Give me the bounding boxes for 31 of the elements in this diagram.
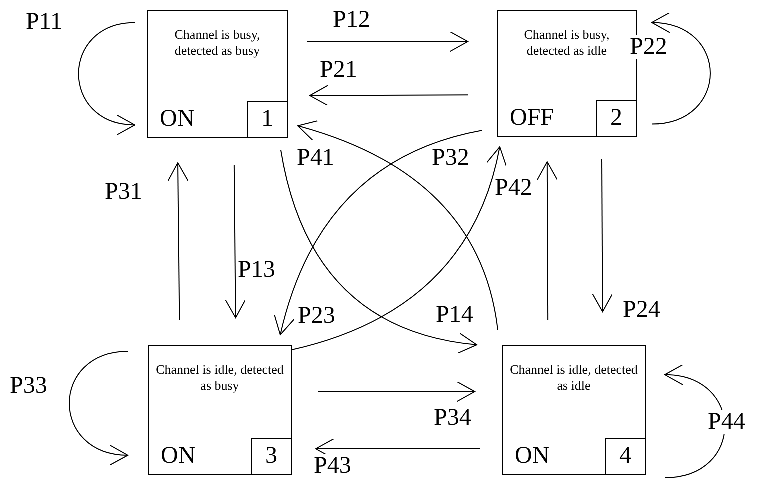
transition-arrow xyxy=(592,158,614,312)
state-value: ON xyxy=(160,105,195,133)
transition-arrow xyxy=(298,121,498,330)
state-box xyxy=(147,10,288,138)
transition-arrow xyxy=(168,162,189,320)
transition-arrow xyxy=(310,85,468,106)
transition-arrow xyxy=(652,14,711,125)
state-value: ON xyxy=(515,442,550,470)
state-number: 1 xyxy=(247,101,288,138)
state-box xyxy=(502,345,646,475)
transition-arrow xyxy=(225,164,246,318)
edge-label: P22 xyxy=(630,35,668,59)
transition-arrow xyxy=(536,162,558,320)
state-box xyxy=(148,345,292,475)
state-value: ON xyxy=(161,442,196,470)
transition-arrow xyxy=(280,150,478,353)
transition-arrow xyxy=(69,351,128,464)
state-value: OFF xyxy=(510,104,554,132)
state-description: Channel is busy, detected as busy xyxy=(174,27,262,59)
transition-arrow xyxy=(306,31,468,52)
edge-label: P44 xyxy=(708,410,746,434)
state-description: Channel is busy, detected as idle xyxy=(523,27,611,59)
state-number: 4 xyxy=(605,438,646,475)
transition-arrow xyxy=(78,22,136,134)
state-description: Channel is idle, detected as idle xyxy=(509,362,639,394)
state-description: Channel is idle, detected as busy xyxy=(155,362,285,394)
state-number: 2 xyxy=(596,100,637,137)
transition-arrow xyxy=(274,130,482,336)
state-number: 3 xyxy=(251,438,292,475)
transition-arrow xyxy=(318,381,476,402)
transition-arrow xyxy=(292,146,506,350)
